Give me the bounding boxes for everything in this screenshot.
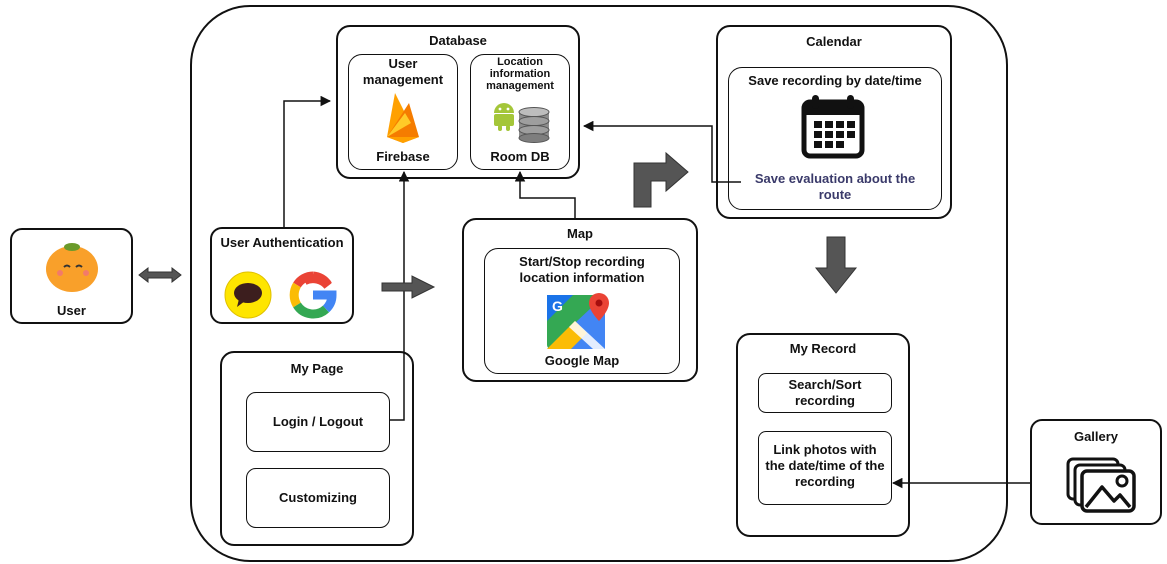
svg-text:G: G [552,298,563,314]
map-inner-box: Start/Stop recording location informatio… [484,248,680,374]
database-box: Database User management Firebase Locati… [336,25,580,179]
login-logout-button[interactable]: Login / Logout [246,392,390,452]
user-system-double-arrow [138,266,182,284]
google-maps-icon: G [547,293,609,349]
calendar-to-myrecord-arrow [814,236,858,294]
search-sort-box[interactable]: Search/Sort recording [758,373,892,413]
mypage-title: My Page [290,361,344,376]
database-cylinder-icon [518,107,550,143]
link-photos-box[interactable]: Link photos with the date/time of the re… [758,431,892,505]
calendar-inner-box: Save recording by date/time Save evaluat… [728,67,942,210]
location-management-box: Location information management Room DB [470,54,570,170]
gallery-box: Gallery [1030,419,1162,525]
save-recording-label: Save recording by date/time [748,73,922,88]
firebase-label: Firebase [376,149,430,164]
orange-character-icon [46,243,98,292]
calendar-title: Calendar [806,34,862,49]
mypage-box: My Page Login / Logout Customizing [220,351,414,546]
map-to-calendar-arrow [633,151,689,208]
save-evaluation-label: Save evaluation about the route [754,171,916,202]
myrecord-title: My Record [789,341,857,356]
gallery-title: Gallery [1073,429,1119,444]
search-sort-label: Search/Sort recording [788,377,862,408]
calendar-to-roomdb-line [582,120,741,183]
myrecord-box: My Record Search/Sort recording Link pho… [736,333,910,537]
recording-label: Start/Stop recording location informatio… [519,254,645,285]
user-management-box: User management Firebase [348,54,458,170]
map-box: Map Start/Stop recording location inform… [462,218,698,382]
map-to-roomdb-line [514,170,576,218]
gallery-icon [1066,457,1136,513]
link-photos-label: Link photos with the date/time of the re… [765,442,885,489]
calendar-box: Calendar Save recording by date/time Sav… [716,25,952,219]
location-management-label: Location information management [486,56,554,92]
firebase-icon [387,93,419,143]
user-box: User [10,228,133,324]
database-title: Database [429,33,487,48]
login-to-firebase-line [389,170,410,421]
android-icon [494,103,514,131]
customizing-label: Customizing [279,490,357,505]
user-management-label: User management [362,56,444,87]
kakao-icon [224,271,272,319]
google-map-label: Google Map [544,353,620,368]
login-logout-label: Login / Logout [272,414,364,429]
auth-box: User Authentication [210,227,354,324]
map-title: Map [567,226,593,241]
user-label: User [57,303,86,318]
auth-to-map-arrow [381,275,436,299]
room-db-label: Room DB [490,149,550,164]
calendar-icon [801,95,865,159]
customizing-button[interactable]: Customizing [246,468,390,528]
auth-title: User Authentication [220,235,344,250]
google-icon [289,271,337,320]
auth-to-user-management-line [283,95,332,227]
